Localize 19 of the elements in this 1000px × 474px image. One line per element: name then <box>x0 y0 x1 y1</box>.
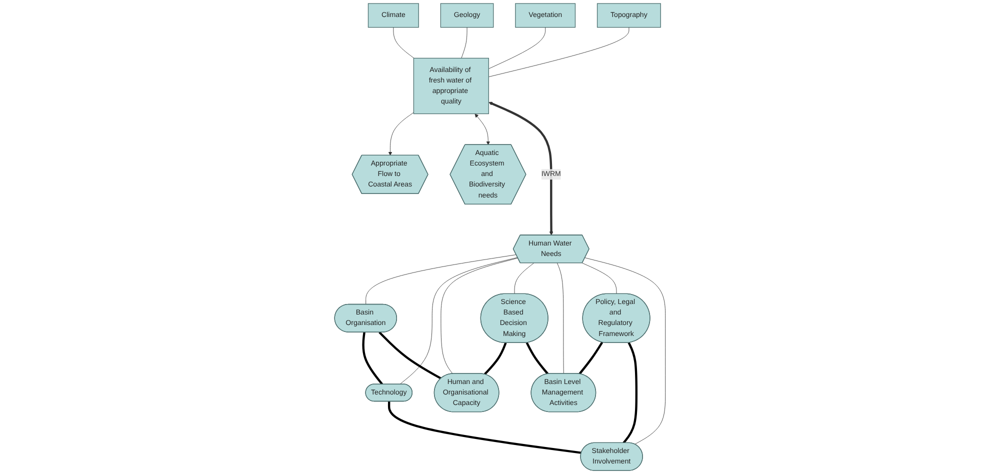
connector <box>400 257 518 384</box>
connector <box>526 342 549 375</box>
connector <box>366 254 516 305</box>
connector <box>393 27 414 58</box>
connector <box>514 262 534 294</box>
connector <box>488 27 546 69</box>
connector <box>388 401 582 454</box>
connector <box>584 258 666 444</box>
connector <box>488 27 630 78</box>
connector <box>378 331 442 380</box>
connector <box>582 262 617 294</box>
connector <box>362 332 384 385</box>
connector <box>556 262 564 374</box>
connector <box>461 27 468 58</box>
connector <box>622 342 638 444</box>
connector <box>440 258 518 374</box>
connector <box>484 342 507 376</box>
arrow <box>488 102 554 236</box>
connector <box>578 342 604 375</box>
